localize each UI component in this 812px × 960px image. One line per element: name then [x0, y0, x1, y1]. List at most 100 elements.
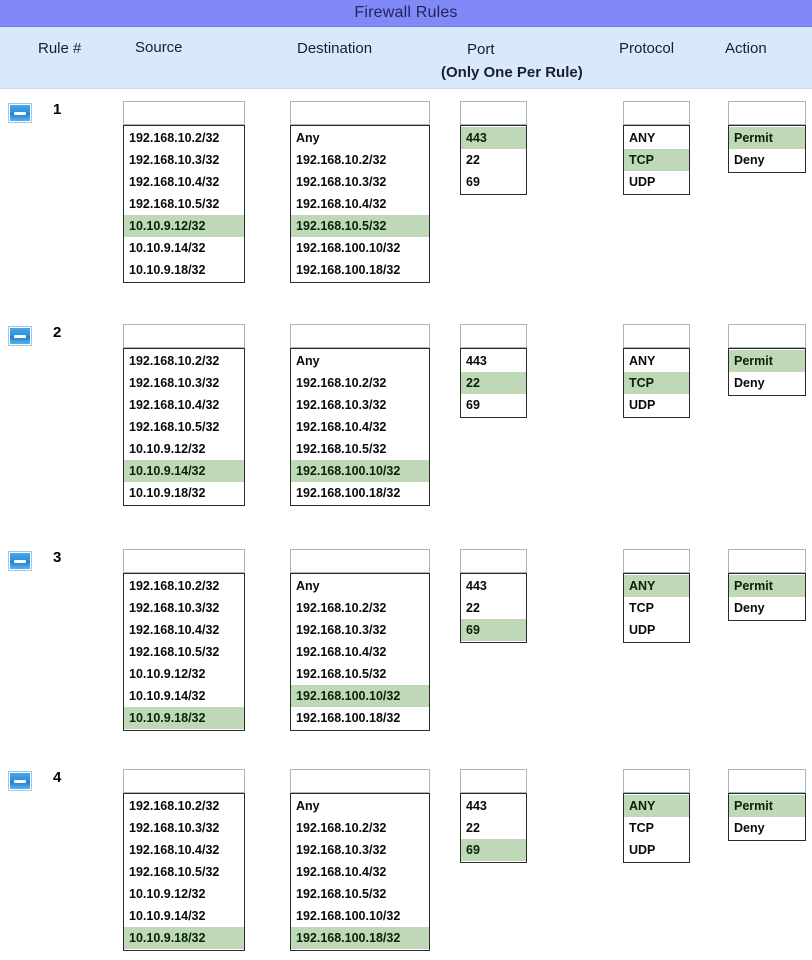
action-select-box[interactable] [728, 101, 806, 125]
action-option[interactable]: Permit [729, 127, 805, 149]
action-select-box[interactable] [728, 769, 806, 793]
source-option[interactable]: 192.168.10.3/32 [129, 821, 220, 835]
destination-option[interactable]: 192.168.100.18/32 [296, 486, 401, 500]
source-option[interactable]: 10.10.9.18/32 [129, 263, 206, 277]
protocol-option[interactable]: TCP [629, 601, 654, 615]
destination-option[interactable]: 192.168.10.5/32 [291, 215, 429, 237]
destination-option[interactable]: 192.168.10.4/32 [296, 197, 387, 211]
source-option[interactable]: 192.168.10.4/32 [129, 843, 220, 857]
protocol-select-box[interactable] [623, 769, 690, 793]
action-option[interactable]: Deny [734, 153, 765, 167]
destination-dropdown[interactable]: Any 192.168.10.2/32 192.168.10.3/32 192.168… [290, 324, 430, 506]
destination-option[interactable]: 192.168.10.5/32 [296, 887, 387, 901]
destination-option[interactable]: 192.168.10.4/32 [296, 420, 387, 434]
destination-option[interactable]: 192.168.100.10/32 [291, 685, 429, 707]
destination-option[interactable]: 192.168.10.3/32 [296, 843, 387, 857]
destination-option[interactable]: 192.168.10.5/32 [296, 667, 387, 681]
port-option[interactable]: 69 [466, 398, 480, 412]
port-option[interactable]: 69 [461, 619, 526, 641]
destination-option[interactable]: 192.168.10.4/32 [296, 865, 387, 879]
port-option[interactable]: 443 [466, 354, 487, 368]
source-option[interactable]: 192.168.10.3/32 [129, 153, 220, 167]
destination-select-box[interactable] [290, 101, 430, 125]
source-option[interactable]: 192.168.10.2/32 [129, 354, 220, 368]
destination-option[interactable]: 192.168.10.5/32 [296, 442, 387, 456]
source-option[interactable]: 192.168.10.5/32 [129, 420, 220, 434]
port-option[interactable]: 22 [466, 821, 480, 835]
destination-option[interactable]: Any [296, 579, 320, 593]
destination-option[interactable]: 192.168.100.10/32 [296, 241, 401, 255]
source-option[interactable]: 192.168.10.4/32 [129, 623, 220, 637]
source-option[interactable]: 192.168.10.5/32 [129, 865, 220, 879]
source-option[interactable]: 10.10.9.12/32 [129, 887, 206, 901]
source-dropdown[interactable]: 192.168.10.2/32 192.168.10.3/32 192.168.10… [123, 549, 245, 731]
protocol-option[interactable]: ANY [629, 131, 656, 145]
destination-option[interactable]: 192.168.100.18/32 [291, 927, 429, 949]
source-option[interactable]: 10.10.9.12/32 [124, 215, 244, 237]
source-option[interactable]: 192.168.10.4/32 [129, 175, 220, 189]
port-option[interactable]: 69 [466, 175, 480, 189]
port-option[interactable]: 22 [466, 153, 480, 167]
destination-option[interactable]: Any [296, 354, 320, 368]
action-option[interactable]: Deny [734, 601, 765, 615]
destination-option[interactable]: 192.168.100.18/32 [296, 263, 401, 277]
protocol-option[interactable]: ANY [624, 575, 689, 597]
source-option[interactable]: 192.168.10.3/32 [129, 601, 220, 615]
destination-option[interactable]: 192.168.10.4/32 [296, 645, 387, 659]
port-option[interactable]: 69 [461, 839, 526, 861]
protocol-dropdown[interactable]: ANY TCP UDP [623, 101, 690, 195]
destination-option[interactable]: 192.168.10.2/32 [296, 376, 387, 390]
port-select-box[interactable] [460, 769, 527, 793]
destination-option[interactable]: 192.168.100.10/32 [296, 909, 401, 923]
source-option[interactable]: 192.168.10.5/32 [129, 197, 220, 211]
action-option[interactable]: Permit [729, 350, 805, 372]
source-option[interactable]: 10.10.9.12/32 [129, 442, 206, 456]
protocol-option[interactable]: TCP [624, 149, 689, 171]
destination-option[interactable]: 192.168.100.18/32 [296, 711, 401, 725]
port-select-box[interactable] [460, 549, 527, 573]
port-dropdown[interactable]: 443 22 69 [460, 101, 527, 195]
destination-select-box[interactable] [290, 549, 430, 573]
protocol-dropdown[interactable]: ANY TCP UDP [623, 549, 690, 643]
source-option[interactable]: 192.168.10.2/32 [129, 799, 220, 813]
destination-option[interactable]: 192.168.10.3/32 [296, 623, 387, 637]
action-option[interactable]: Deny [734, 376, 765, 390]
source-select-box[interactable] [123, 549, 245, 573]
port-option[interactable]: 443 [466, 579, 487, 593]
source-option[interactable]: 10.10.9.18/32 [124, 927, 244, 949]
protocol-option[interactable]: UDP [629, 175, 656, 189]
port-select-box[interactable] [460, 324, 527, 348]
destination-option[interactable]: 192.168.10.3/32 [296, 175, 387, 189]
destination-option[interactable]: Any [296, 131, 320, 145]
source-select-box[interactable] [123, 101, 245, 125]
minus-icon[interactable] [9, 104, 31, 122]
source-option[interactable]: 10.10.9.18/32 [124, 707, 244, 729]
protocol-option[interactable]: UDP [629, 398, 656, 412]
port-option[interactable]: 443 [461, 127, 526, 149]
minus-icon[interactable] [9, 552, 31, 570]
source-select-box[interactable] [123, 769, 245, 793]
source-option[interactable]: 10.10.9.12/32 [129, 667, 206, 681]
source-select-box[interactable] [123, 324, 245, 348]
source-option[interactable]: 10.10.9.14/32 [129, 689, 206, 703]
action-option[interactable]: Deny [734, 821, 765, 835]
destination-select-box[interactable] [290, 769, 430, 793]
source-option[interactable]: 10.10.9.18/32 [129, 486, 206, 500]
destination-option[interactable]: 192.168.100.10/32 [291, 460, 429, 482]
source-dropdown[interactable]: 192.168.10.2/32 192.168.10.3/32 192.168.10… [123, 769, 245, 951]
protocol-option[interactable]: UDP [629, 623, 656, 637]
source-option[interactable]: 10.10.9.14/32 [124, 460, 244, 482]
source-option[interactable]: 192.168.10.4/32 [129, 398, 220, 412]
protocol-select-box[interactable] [623, 101, 690, 125]
source-option[interactable]: 192.168.10.2/32 [129, 579, 220, 593]
source-option[interactable]: 192.168.10.2/32 [129, 131, 220, 145]
destination-option[interactable]: Any [296, 799, 320, 813]
destination-option[interactable]: 192.168.10.3/32 [296, 398, 387, 412]
minus-icon[interactable] [9, 772, 31, 790]
